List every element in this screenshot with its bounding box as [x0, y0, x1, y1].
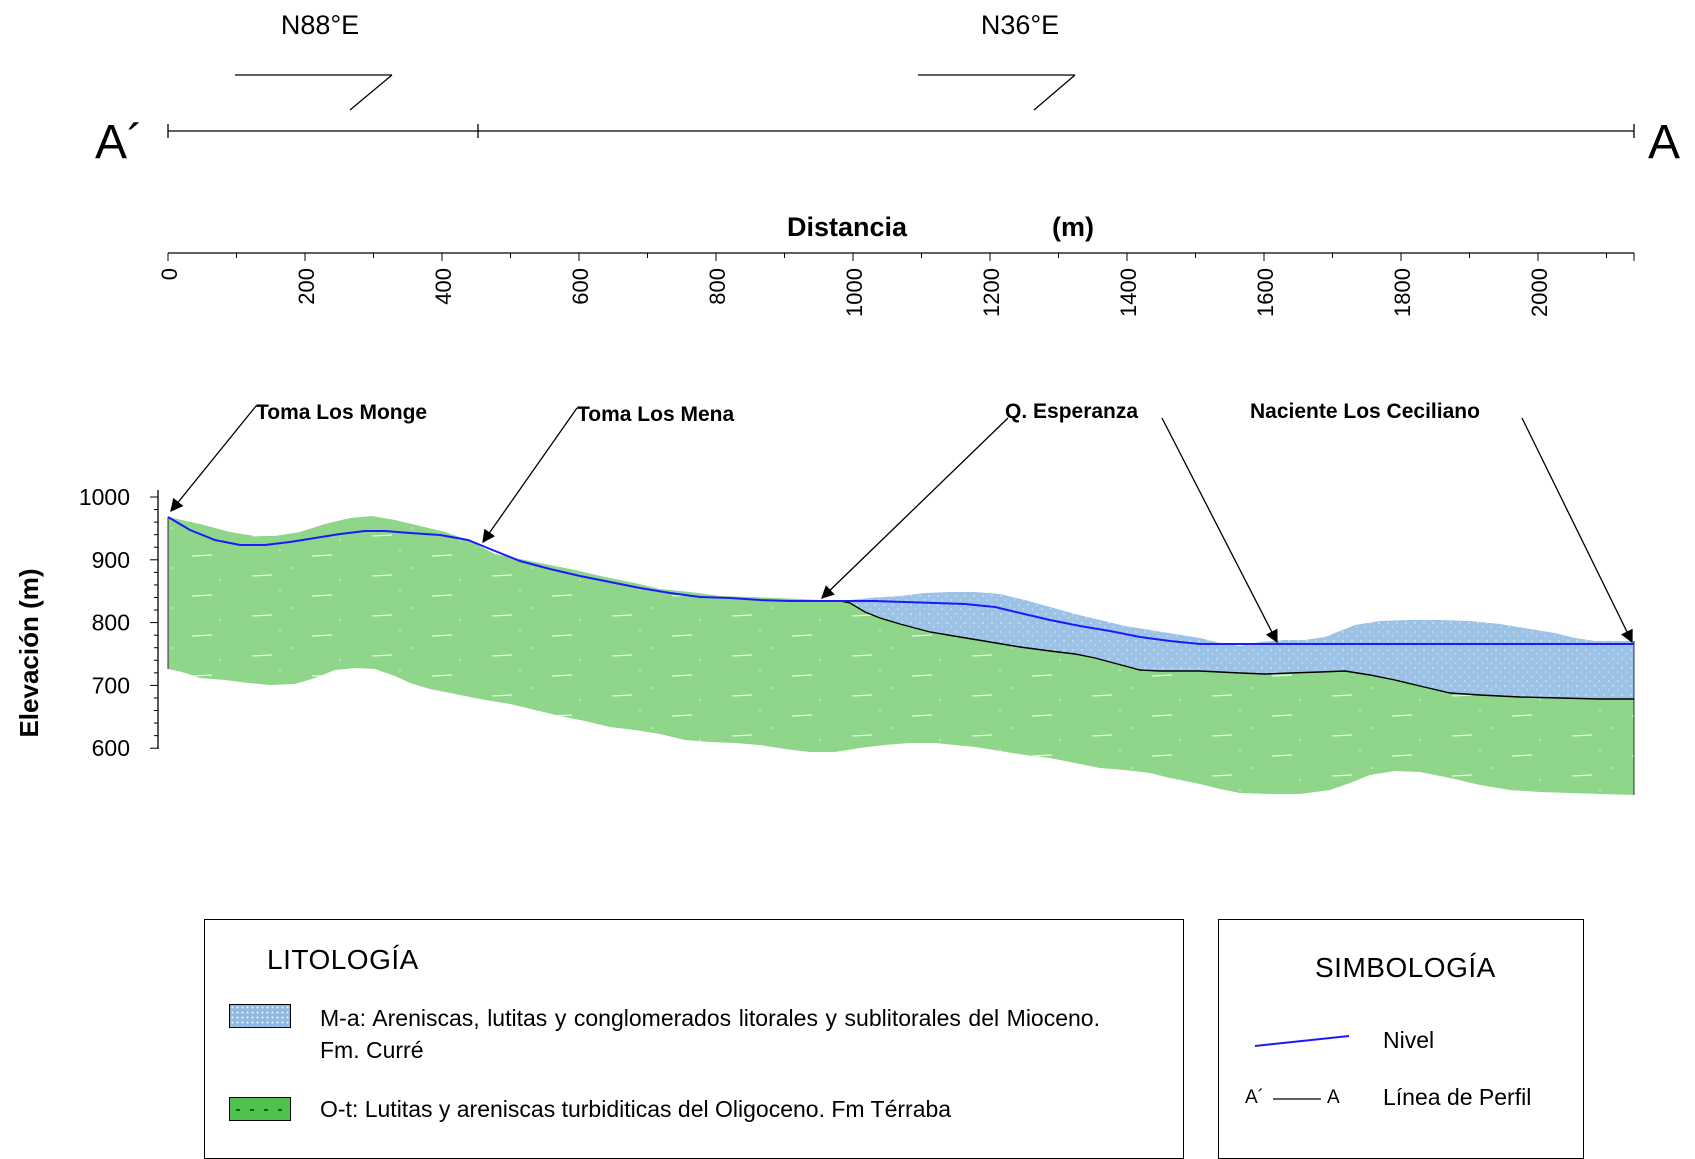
profile-line	[167, 124, 1635, 138]
x-axis: 0 200 400 600 800 1000 1200 1400 1600 1800 2000	[157, 252, 1635, 317]
annotation-q-esperanza: Q. Esperanza	[821, 400, 1278, 644]
symbology-legend: SIMBOLOGÍA Nivel A´ A Línea de Perfil	[1218, 919, 1584, 1159]
y-tick-label: 700	[92, 672, 130, 698]
perfil-symbol-right: A	[1327, 1087, 1340, 1108]
nivel-line	[167, 516, 1634, 645]
nivel-symbol	[1254, 1035, 1350, 1047]
lithology-title: LITOLOGÍA	[267, 944, 419, 975]
y-axis: 1000 900 800 700 600	[79, 484, 159, 761]
y-axis-title: Elevación (m)	[14, 568, 44, 737]
svg-text:Q. Esperanza: Q. Esperanza	[1005, 400, 1138, 423]
x-tick-label: 1600	[1253, 268, 1278, 317]
nivel-label: Nivel	[1383, 1027, 1435, 1053]
y-tick-label: 1000	[79, 484, 130, 510]
symbology-title: SIMBOLOGÍA	[1315, 952, 1496, 983]
svg-text:Toma Los Monge: Toma Los Monge	[256, 401, 427, 424]
x-axis-unit: (m)	[1052, 212, 1094, 242]
lithology-legend: LITOLOGÍA M-a: Areniscas, lutitas y cong…	[204, 919, 1184, 1159]
x-tick-label: 1200	[979, 268, 1004, 317]
x-tick-label: 200	[294, 268, 319, 305]
x-tick-label: 1800	[1390, 268, 1415, 317]
strike-label-right: N36°E	[981, 10, 1059, 40]
strike-symbol-left	[235, 74, 393, 111]
cross-section	[167, 516, 1635, 795]
x-tick-label: 1400	[1116, 268, 1141, 317]
ma-swatch	[229, 1004, 291, 1028]
perfil-label: Línea de Perfil	[1383, 1084, 1532, 1110]
x-tick-label: 800	[705, 268, 730, 305]
x-axis-title: Distancia	[787, 212, 908, 242]
svg-text:Toma Los Mena: Toma Los Mena	[577, 403, 734, 426]
svg-text:Naciente Los Ceciliano: Naciente Los Ceciliano	[1250, 400, 1480, 423]
strike-symbol-right	[918, 74, 1076, 111]
annotation-toma-los-mena: Toma Los Mena	[482, 403, 734, 544]
ot-description: O-t: Lutitas y areniscas turbiditicas de…	[320, 1096, 952, 1122]
perfil-symbol-line	[1273, 1098, 1321, 1100]
perfil-symbol-left: A´	[1245, 1087, 1264, 1108]
y-tick-label: 900	[92, 547, 130, 573]
ot-swatch	[229, 1097, 291, 1121]
x-tick-label: 600	[568, 268, 593, 305]
annotation-naciente-los-ceciliano: Naciente Los Ceciliano	[1250, 400, 1633, 644]
x-tick-label: 0	[157, 268, 182, 280]
y-tick-label: 600	[92, 735, 130, 761]
annotation-toma-los-monge: Toma Los Monge	[170, 401, 427, 513]
x-tick-label: 1000	[842, 268, 867, 317]
y-tick-label: 800	[92, 610, 130, 636]
strike-label-left: N88°E	[281, 10, 359, 40]
x-tick-label: 2000	[1527, 268, 1552, 317]
profile-end-left: A´	[95, 116, 143, 169]
contact-line	[839, 600, 1634, 700]
x-tick-label: 400	[431, 268, 456, 305]
ma-description: M-a: Areniscas, lutitas y conglomerados …	[320, 1005, 1100, 1063]
profile-end-right: A	[1648, 116, 1680, 169]
